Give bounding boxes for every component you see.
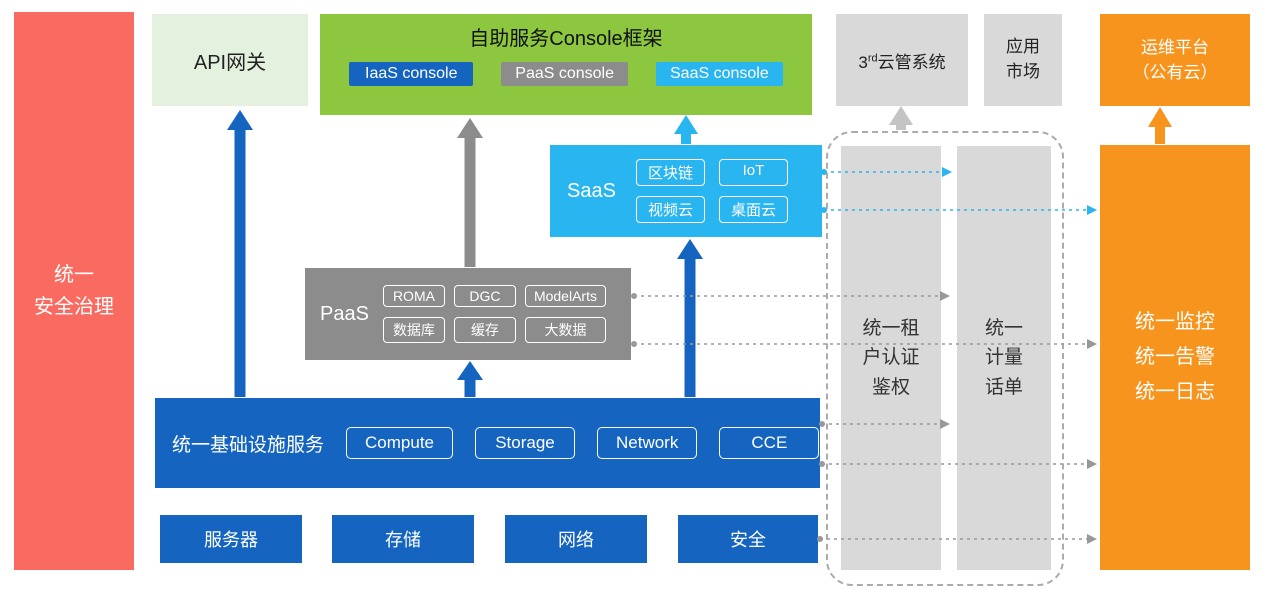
metering-bar: 统一 计量 话单: [957, 146, 1051, 570]
hardware-server-label: 服务器: [204, 530, 258, 550]
paas-service-bigdata: 大数据: [524, 317, 606, 343]
arrow-iaas-to-paas: [457, 361, 483, 397]
third-party-cloud-mgmt-box: 3rd云管系统: [836, 14, 968, 106]
saas-service-grid: 区块链 IoT 视频云 桌面云: [635, 159, 788, 223]
api-gateway-label: API网关: [193, 51, 267, 74]
om-platform-label: 运维平台 （公有云）: [1132, 37, 1218, 83]
saas-service-video-cloud: 视频云: [635, 196, 705, 223]
iaas-service-cce: CCE: [719, 427, 820, 459]
console-framework-box: 自助服务Console框架 IaaS console PaaS console …: [320, 14, 812, 115]
iaas-service-compute: Compute: [346, 427, 453, 459]
app-market-label: 应用 市场: [1006, 37, 1040, 81]
saas-service-blockchain: 区块链: [635, 159, 705, 186]
paas-service-cache: 缓存: [453, 317, 516, 343]
metering-label: 统一 计量 话单: [984, 317, 1023, 398]
arrow-iaas-to-saas: [677, 239, 703, 397]
console-framework-title: 自助服务Console框架: [469, 28, 663, 50]
arrow-monitoring-to-om-platform: [1148, 107, 1172, 144]
arrow-shared-to-third-cloud: [889, 106, 913, 130]
saas-service-iot: IoT: [718, 159, 788, 186]
iaas-layer-box: 统一基础设施服务 Compute Storage Network CCE: [155, 398, 820, 488]
hardware-server-box: 服务器: [160, 515, 302, 563]
third-cloud-prefix: 3: [858, 52, 868, 72]
paas-service-dgc: DGC: [453, 285, 516, 307]
iaas-service-network: Network: [597, 427, 698, 459]
iaas-service-storage: Storage: [475, 427, 575, 459]
api-gateway-box: API网关: [152, 14, 308, 106]
om-platform-box: 运维平台 （公有云）: [1100, 14, 1250, 106]
hardware-security-box: 安全: [678, 515, 818, 563]
hardware-storage-label: 存储: [385, 530, 421, 550]
shared-services-dashed-group: [826, 131, 1064, 586]
arrow-iaas-to-api-gateway: [227, 110, 253, 397]
hardware-network-box: 网络: [505, 515, 647, 563]
third-cloud-superscript: rd: [867, 51, 878, 64]
hardware-network-label: 网络: [558, 530, 594, 550]
monitoring-label: 统一监控 统一告警 统一日志: [1135, 311, 1215, 403]
paas-layer-label: PaaS: [320, 302, 369, 325]
arrow-paas-to-console: [457, 118, 483, 267]
third-party-cloud-mgmt-label: 3rd云管系统: [858, 48, 945, 73]
paas-service-database: 数据库: [382, 317, 445, 343]
paas-service-modelarts: ModelArts: [524, 285, 606, 307]
saas-service-desktop-cloud: 桌面云: [718, 196, 788, 223]
paas-console-chip: PaaS console: [501, 62, 628, 86]
hardware-storage-box: 存储: [332, 515, 474, 563]
security-governance-bar: 统一 安全治理: [14, 12, 134, 570]
hardware-security-label: 安全: [730, 530, 766, 550]
paas-service-grid: ROMA DGC ModelArts 数据库 缓存 大数据: [382, 285, 606, 343]
monitoring-bar: 统一监控 统一告警 统一日志: [1100, 145, 1250, 570]
tenant-auth-label: 统一租 户认证 鉴权: [862, 317, 920, 398]
arrow-saas-to-console: [674, 115, 698, 144]
third-cloud-suffix: 云管系统: [877, 52, 946, 72]
saas-console-chip: SaaS console: [656, 62, 783, 86]
paas-layer-box: PaaS ROMA DGC ModelArts 数据库 缓存 大数据: [305, 268, 631, 360]
saas-layer-label: SaaS: [567, 179, 616, 202]
paas-service-roma: ROMA: [382, 285, 445, 307]
iaas-layer-label: 统一基础设施服务: [172, 434, 325, 456]
iaas-console-chip: IaaS console: [349, 62, 474, 86]
console-chip-row: IaaS console PaaS console SaaS console: [349, 62, 783, 86]
app-market-box: 应用 市场: [984, 14, 1062, 106]
security-governance-label: 统一 安全治理: [34, 264, 114, 318]
saas-layer-box: SaaS 区块链 IoT 视频云 桌面云: [550, 145, 822, 237]
tenant-auth-bar: 统一租 户认证 鉴权: [841, 146, 941, 570]
iaas-service-row: Compute Storage Network CCE: [346, 427, 820, 459]
